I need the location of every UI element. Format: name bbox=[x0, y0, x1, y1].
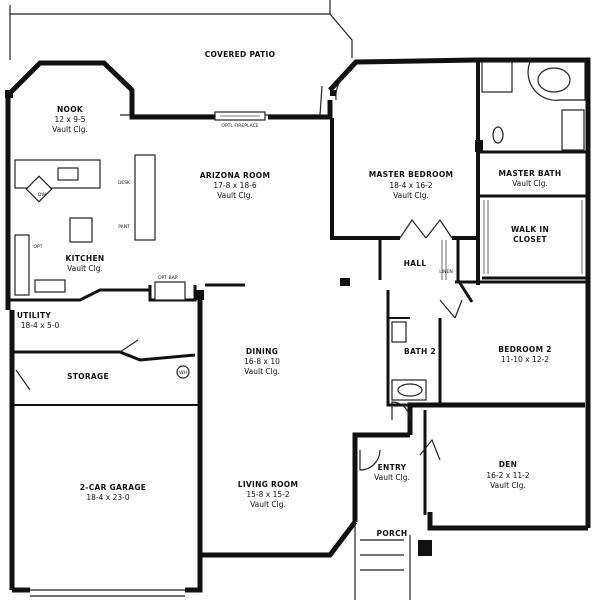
garage-dims: 18-4 x 23-0 bbox=[86, 493, 129, 502]
dining-note: Vault Clg. bbox=[244, 367, 280, 376]
nook-dims: 12 x 9-5 bbox=[55, 115, 86, 124]
garage-label: 2-CAR GARAGE bbox=[80, 483, 146, 492]
walk-in-closet-label-line1: WALK IN bbox=[511, 225, 549, 234]
fireplace bbox=[214, 111, 266, 121]
nook-note: Vault Clg. bbox=[52, 125, 88, 134]
fixture-labels: OPTL FIREPLACE DESK PANT DW OPT OPT BAR … bbox=[33, 123, 452, 376]
linen-label: LINEN bbox=[439, 269, 452, 275]
walk-in-closet-label-line2: CLOSET bbox=[513, 235, 547, 244]
den-dims: 16-2 x 11-2 bbox=[486, 471, 529, 480]
pantry-label: PANT bbox=[118, 224, 130, 230]
bath-fixtures bbox=[391, 61, 586, 401]
room-labels: COVERED PATIO NOOK 12 x 9-5 Vault Clg. A… bbox=[17, 50, 562, 538]
dark-columns bbox=[5, 90, 483, 556]
bedroom2-dims: 11-10 x 12-2 bbox=[501, 355, 549, 364]
door-swings bbox=[15, 69, 463, 471]
utility-label: UTILITY bbox=[17, 311, 51, 320]
dishwasher-label: DW bbox=[38, 192, 46, 198]
utility-dims: 18-4 x 5-0 bbox=[21, 321, 60, 330]
porch-label: PORCH bbox=[377, 529, 408, 538]
fireplace-label: OPTL FIREPLACE bbox=[221, 123, 258, 129]
storage-label: STORAGE bbox=[67, 372, 109, 381]
master-bedroom-note: Vault Clg. bbox=[393, 191, 429, 200]
garage-door bbox=[30, 589, 185, 597]
nook-label: NOOK bbox=[57, 105, 84, 114]
dining-dims: 16-8 x 10 bbox=[244, 357, 280, 366]
porch-steps bbox=[354, 522, 411, 600]
desk-label: DESK bbox=[118, 180, 131, 186]
hall-label: HALL bbox=[404, 259, 427, 268]
water-heater-label: WH bbox=[179, 370, 187, 376]
interior-walls bbox=[10, 60, 588, 515]
living-room-dims: 15-8 x 15-2 bbox=[246, 490, 289, 499]
arizona-room-note: Vault Clg. bbox=[217, 191, 253, 200]
kitchen-label: KITCHEN bbox=[66, 254, 105, 263]
bedroom2-label: BEDROOM 2 bbox=[498, 345, 552, 354]
master-bedroom-label: MASTER BEDROOM bbox=[369, 170, 454, 179]
covered-patio-label: COVERED PATIO bbox=[205, 50, 276, 59]
kitchen-fixtures bbox=[14, 154, 190, 379]
living-room-note: Vault Clg. bbox=[250, 500, 286, 509]
master-bath-label: MASTER BATH bbox=[499, 169, 562, 178]
entry-note: Vault Clg. bbox=[374, 473, 410, 482]
den-label: DEN bbox=[499, 460, 518, 469]
bar-label: OPT BAR bbox=[158, 275, 178, 281]
dining-label: DINING bbox=[246, 347, 278, 356]
entry-label: ENTRY bbox=[378, 463, 407, 472]
covered-patio-outline bbox=[9, 0, 353, 116]
arizona-room-dims: 17-8 x 18-6 bbox=[213, 181, 256, 190]
range-label: OPT bbox=[33, 244, 42, 250]
closet-shelving bbox=[441, 200, 583, 280]
master-bedroom-dims: 18-4 x 16-2 bbox=[389, 181, 432, 190]
arizona-room-label: ARIZONA ROOM bbox=[200, 171, 270, 180]
master-bath-note: Vault Clg. bbox=[512, 179, 548, 188]
bath2-label: BATH 2 bbox=[404, 347, 436, 356]
living-room-label: LIVING ROOM bbox=[238, 480, 299, 489]
kitchen-note: Vault Clg. bbox=[67, 264, 103, 273]
den-note: Vault Clg. bbox=[490, 481, 526, 490]
